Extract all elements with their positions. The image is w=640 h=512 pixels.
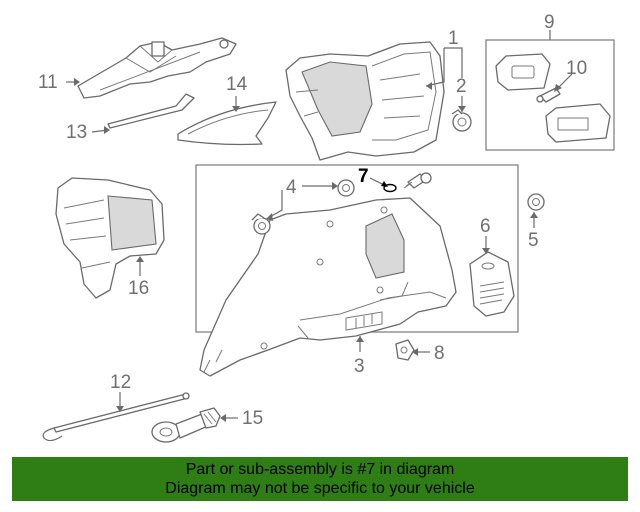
part-12-rod <box>42 392 190 442</box>
callout-2[interactable]: 2 <box>456 76 467 97</box>
callout-8[interactable]: 8 <box>434 343 445 364</box>
arrowheads <box>74 78 562 422</box>
part-13-handle-rod <box>107 93 195 129</box>
callout-16[interactable]: 16 <box>128 278 149 299</box>
part-8-bracket <box>395 339 415 361</box>
banner-line-2: Diagram may not be specific to your vehi… <box>165 480 475 497</box>
callout-1[interactable]: 1 <box>448 28 459 49</box>
screw-fastener <box>403 172 432 189</box>
callout-3[interactable]: 3 <box>354 356 365 377</box>
callout-labels: 1 2 3 4 5 6 7 8 9 10 11 12 13 14 15 16 <box>38 12 587 429</box>
part-5-clip <box>527 193 545 211</box>
part-9-lamp-housing <box>495 53 611 143</box>
part-11-jack <box>77 37 237 99</box>
part-6-grille <box>469 251 515 317</box>
callout-15[interactable]: 15 <box>242 408 263 429</box>
part-16-jack-tray <box>55 177 165 299</box>
callout-5[interactable]: 5 <box>528 230 539 251</box>
callout-4[interactable]: 4 <box>286 177 297 198</box>
info-banner: Part or sub-assembly is #7 in diagram Di… <box>12 457 628 501</box>
part-15-tow-tool <box>151 407 221 443</box>
part-1-upper-quarter-trim <box>285 41 445 161</box>
banner-line-1: Part or sub-assembly is #7 in diagram <box>185 461 455 478</box>
callout-9[interactable]: 9 <box>544 12 555 33</box>
callout-12[interactable]: 12 <box>110 372 131 393</box>
callout-11[interactable]: 11 <box>38 72 58 93</box>
part-4-clip <box>251 179 355 235</box>
callout-7[interactable]: 7 <box>358 166 369 187</box>
callout-6[interactable]: 6 <box>480 216 491 237</box>
part-2-clip <box>451 109 472 132</box>
callout-14[interactable]: 14 <box>226 74 248 95</box>
part-3-lower-quarter-trim <box>199 197 457 377</box>
callout-13[interactable]: 13 <box>66 122 87 143</box>
part-14-trim-piece <box>177 101 277 146</box>
callout-10[interactable]: 10 <box>566 58 587 79</box>
